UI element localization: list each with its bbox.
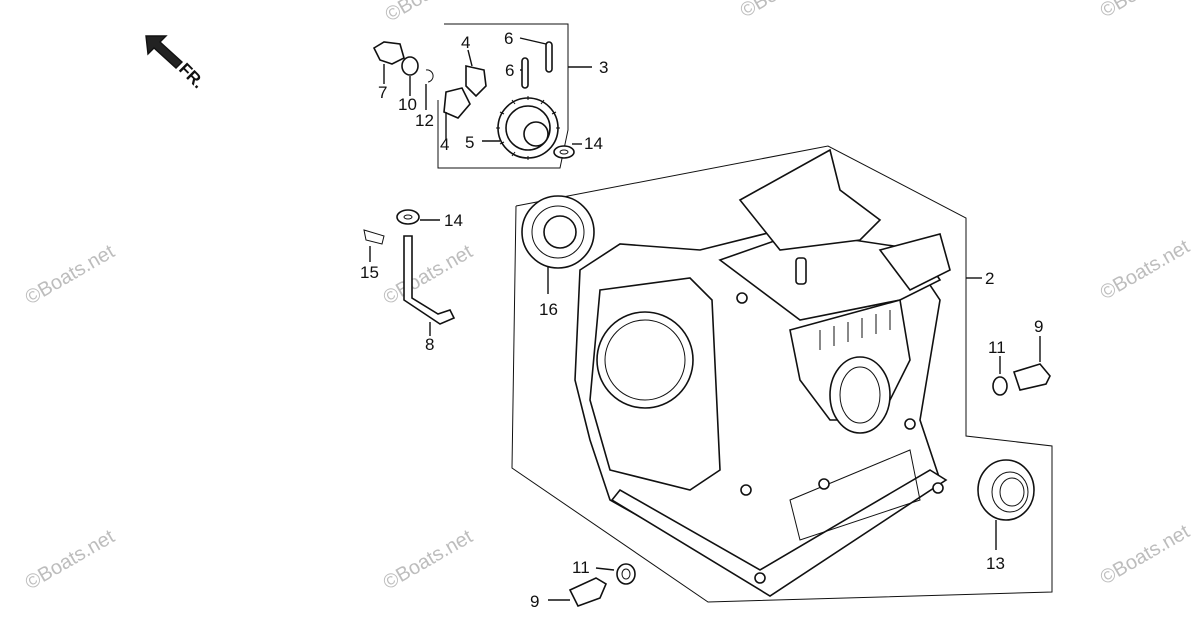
callout-9: 9 xyxy=(1034,317,1043,336)
callout-13: 13 xyxy=(986,554,1005,573)
callout-14: 14 xyxy=(584,134,603,153)
front-direction-arrow-icon: FR. xyxy=(145,35,208,92)
crankcase-outline-box xyxy=(511,145,1053,603)
callout-4: 4 xyxy=(461,33,470,52)
watermark: ©Boats.net xyxy=(380,525,477,594)
pin-parts xyxy=(519,37,553,89)
callout-14: 14 xyxy=(444,211,463,230)
callout-labels: 3 4 4 5 6 6 7 8 9 9 10 11 11 12 13 14 14… xyxy=(360,29,1043,611)
governor-shaft xyxy=(363,209,456,336)
callout-9: 9 xyxy=(530,592,539,611)
watermark: ©Boats.net xyxy=(22,525,119,594)
callout-10: 10 xyxy=(398,95,417,114)
callout-15: 15 xyxy=(360,263,379,282)
callout-6: 6 xyxy=(504,29,513,48)
governor-weights xyxy=(443,49,487,140)
oil-seal xyxy=(977,459,1035,550)
washer-upper xyxy=(553,143,582,159)
callout-11: 11 xyxy=(988,338,1006,357)
callout-7: 7 xyxy=(378,83,387,102)
watermark: ©Boats.net xyxy=(737,0,834,22)
callout-3: 3 xyxy=(599,58,608,77)
watermark: ©Boats.net xyxy=(1097,520,1194,589)
drain-bolt-right xyxy=(992,336,1051,396)
watermark: ©Boats.net xyxy=(1097,235,1194,304)
callout-2: 2 xyxy=(985,269,994,288)
callout-16: 16 xyxy=(539,300,558,319)
callout-11: 11 xyxy=(572,558,590,577)
callout-12: 12 xyxy=(415,111,434,130)
callout-8: 8 xyxy=(425,335,434,354)
crankcase-body xyxy=(574,148,951,597)
bearing xyxy=(521,195,595,294)
watermark: ©Boats.net xyxy=(380,240,477,309)
callout-4: 4 xyxy=(440,135,449,154)
watermark: ©Boats.net xyxy=(382,0,479,26)
drain-bolt-bottom xyxy=(548,563,636,607)
watermark: ©Boats.net xyxy=(1097,0,1194,22)
callout-5: 5 xyxy=(465,133,474,152)
governor-gear xyxy=(482,96,560,160)
governor-slider xyxy=(372,41,434,110)
callout-6: 6 xyxy=(505,61,514,80)
watermark: ©Boats.net xyxy=(22,240,119,309)
